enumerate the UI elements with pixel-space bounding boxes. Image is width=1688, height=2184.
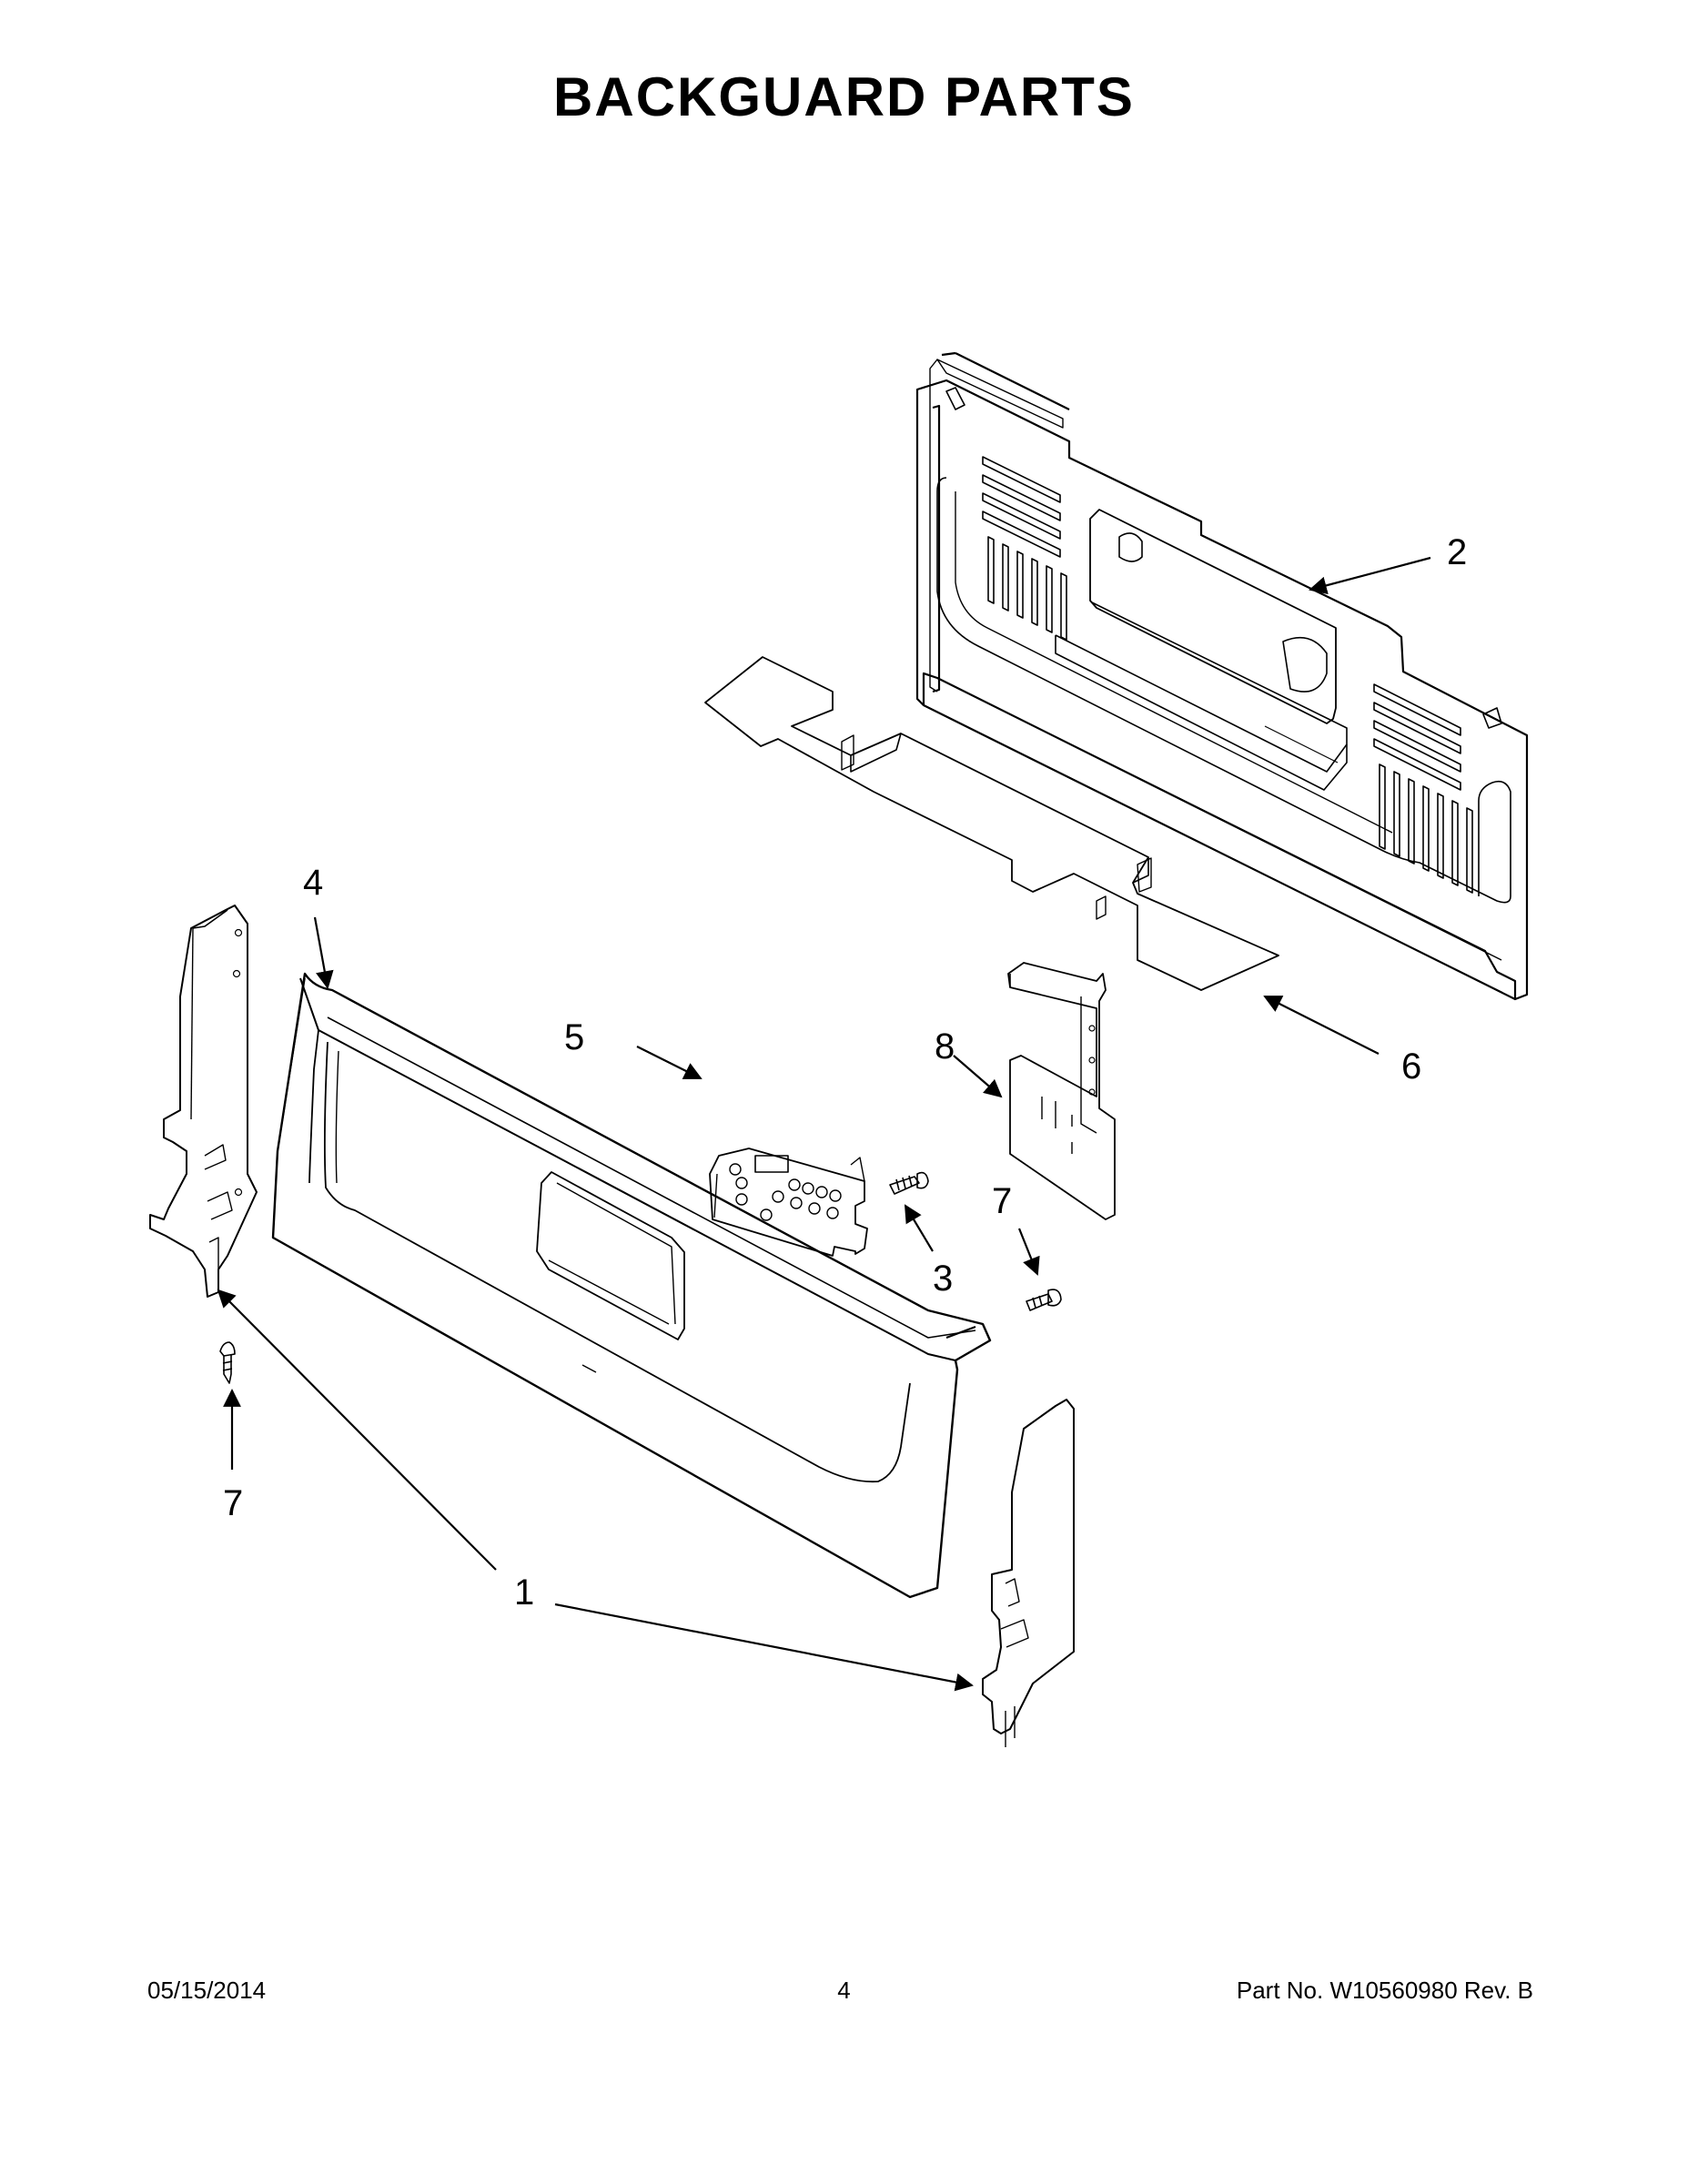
screw-part-7-right (1026, 1289, 1062, 1311)
callout-6: 6 (1401, 1046, 1421, 1087)
callout-8: 8 (935, 1026, 955, 1067)
leader-lines (217, 556, 1431, 1692)
callout-3: 3 (933, 1259, 953, 1299)
footer-part-number: Part No. W10560980 Rev. B (1236, 1977, 1533, 2004)
callout-1: 1 (514, 1572, 534, 1613)
bracket-part (1007, 962, 1116, 1220)
control-board-part (709, 1148, 868, 1257)
page-title: BACKGUARD PARTS (553, 66, 1135, 127)
callout-4: 4 (303, 863, 323, 903)
rear-panel-part (915, 351, 1529, 1001)
leader-line-console-right (945, 1325, 976, 1340)
screw-part-7-left (219, 1341, 236, 1384)
callout-7-right: 7 (992, 1181, 1012, 1221)
footer-date: 05/15/2014 (147, 1977, 267, 2004)
leader-line-6 (1263, 996, 1380, 1055)
callout-5: 5 (564, 1017, 584, 1057)
leader-line-1-right (554, 1603, 974, 1692)
leader-line-4 (313, 916, 334, 989)
leader-line-8 (953, 1055, 1003, 1098)
leader-line-5 (636, 1046, 702, 1079)
callout-labels: 2 6 4 5 8 3 7 7 1 (223, 532, 1467, 1613)
callout-2: 2 (1447, 532, 1467, 572)
leader-line-7-right (1017, 1228, 1040, 1276)
leader-line-3 (904, 1204, 934, 1252)
right-end-cap-part (982, 1399, 1075, 1747)
shield-part (704, 656, 1279, 991)
console-panel-part (271, 972, 992, 1599)
left-end-cap-part (149, 905, 258, 1298)
leader-line-1-left (217, 1289, 497, 1571)
footer-page-number: 4 (837, 1977, 851, 2004)
leader-line-2 (1309, 556, 1431, 595)
callout-7-left: 7 (223, 1483, 243, 1523)
screw-part-3 (889, 1171, 929, 1195)
